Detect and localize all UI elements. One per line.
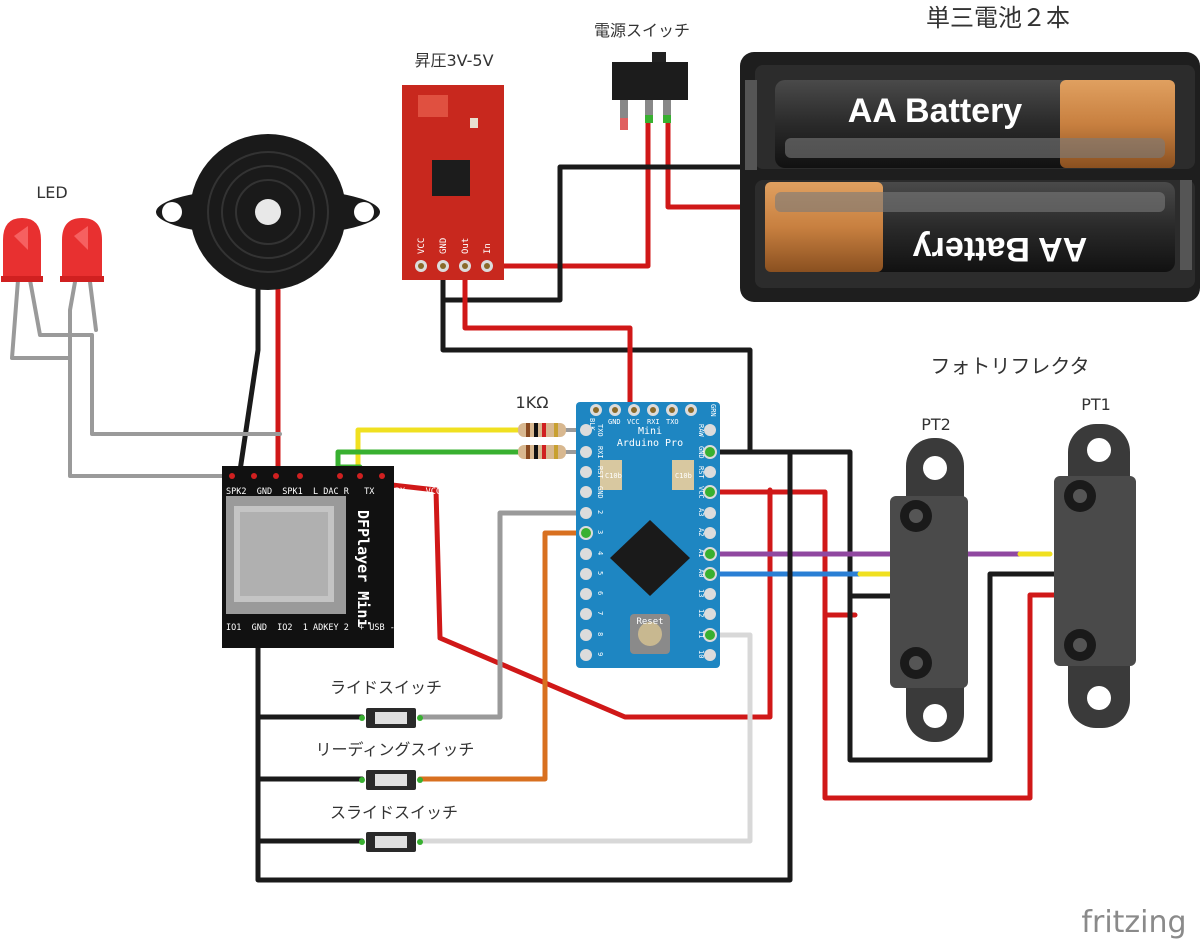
wire-gnd-trunk: [255, 449, 793, 883]
arduino-reset-label: Reset: [636, 617, 663, 627]
led-1: [1, 218, 43, 282]
arduino-cap-label-2: C10b: [675, 472, 692, 480]
wire-vcc-to-sensors: [709, 489, 1063, 801]
speaker: [156, 134, 380, 290]
power-switch-label: 電源スイッチ: [594, 21, 690, 40]
arduino-right-pin-raw: RAW: [697, 424, 705, 437]
booster-pins: VCC GND Out In: [415, 238, 493, 272]
battery-holder: AA Battery AA Battery: [740, 52, 1200, 302]
arduino-right-pin-12: 12: [697, 609, 705, 617]
arduino-right-pin-13: 13: [697, 589, 705, 597]
arduino-left-pin-7: 7: [596, 611, 604, 615]
battery-title: 単三電池２本: [926, 4, 1070, 32]
arduino-pro-mini: Reset Mini Arduino Pro C10b C10b GND VCC…: [576, 402, 720, 668]
dfplayer-module: SPK2 GND SPK1 L DAC R TX RX VCC IO1 GND …: [222, 466, 441, 648]
photoreflector-pt2: [890, 438, 968, 742]
wire-speaker-black: [235, 287, 261, 487]
switch-1[interactable]: [359, 708, 423, 728]
battery-top: AA Battery: [775, 80, 1175, 168]
arduino-left-pin-3: 3: [596, 530, 604, 534]
arduino-right-pin-vcc: VCC: [697, 486, 705, 499]
arduino-left-pin-9: 9: [596, 652, 604, 656]
wire-switch-to-battery: [665, 117, 743, 210]
booster-pin-out: Out: [461, 238, 471, 254]
arduino-top-pins: GND VCC RXI TXO BLK GRN: [588, 404, 717, 431]
pt1-label: PT1: [1081, 395, 1111, 414]
arduino-right-pin-a3: A3: [697, 508, 705, 516]
arduino-left-pin-2: 2: [596, 510, 604, 514]
resistor-2: [518, 445, 566, 459]
arduino-top-pin-rxi: RXI: [647, 418, 660, 426]
wire-dfplayer-vcc: [380, 481, 773, 720]
dfplayer-top-pins: SPK2 GND SPK1 L DAC R TX RX VCC: [226, 487, 441, 497]
arduino-right-pin-11: 11: [697, 630, 705, 638]
arduino-top-pin-txo: TXO: [666, 418, 679, 426]
arduino-left-pin-6: 6: [596, 591, 604, 595]
arduino-left-pin-rxi: RXI: [596, 446, 604, 459]
battery-bottom: AA Battery: [765, 182, 1175, 272]
wire-gnd-to-sensors: [709, 449, 1063, 763]
booster-label: 昇圧3V-5V: [414, 51, 493, 70]
arduino-left-pin-gnd: GND: [596, 486, 604, 499]
arduino-top-pin-grn: GRN: [709, 404, 717, 417]
booster-pin-in: In: [483, 243, 493, 254]
arduino-name-2: Arduino Pro: [617, 438, 683, 449]
arduino-right-pin-10: 10: [697, 650, 705, 658]
battery-bottom-label: AA Battery: [913, 230, 1088, 268]
arduino-left-pin-5: 5: [596, 571, 604, 575]
wire-switch-to-booster-in: [484, 117, 651, 269]
arduino-left-pin-txo: TXO: [596, 424, 604, 437]
switch-3[interactable]: [359, 832, 423, 852]
dfplayer-name: DFPlayer Mini: [354, 510, 372, 627]
arduino-left-pins: TXO RXI RST GND 2 3 4 5 6 7 8 9: [579, 424, 604, 661]
wire-led-3: [68, 280, 77, 360]
arduino-right-pin-a2: A2: [697, 528, 705, 536]
wire-sw3-white: [417, 632, 753, 844]
photoreflector-pt1: [1054, 424, 1136, 728]
arduino-top-pin-blk: BLK: [588, 418, 596, 431]
arduino-name-1: Mini: [638, 426, 662, 437]
photoreflector-label: フォトリフレクタ: [930, 354, 1089, 378]
arduino-top-pin-vcc: VCC: [627, 418, 640, 426]
dfplayer-bottom-pins: IO1 GND IO2 1 ADKEY 2 + USB - BUSY: [226, 623, 426, 633]
arduino-left-pin-rst: RST: [596, 466, 604, 479]
pt2-label: PT2: [921, 415, 951, 434]
led-label: LED: [36, 183, 67, 202]
switch3-label: スライドスイッチ: [330, 803, 458, 822]
arduino-right-pin-rst: RST: [697, 466, 705, 479]
switch-2[interactable]: [359, 770, 423, 790]
arduino-right-pin-a0: A0: [697, 569, 705, 577]
booster-pin-gnd: GND: [439, 238, 449, 254]
arduino-cap-label-1: C10b: [605, 472, 622, 480]
power-switch[interactable]: [612, 52, 688, 130]
switch2-label: リーディングスイッチ: [316, 740, 475, 759]
arduino-left-pin-8: 8: [596, 632, 604, 636]
led-2: [60, 218, 104, 282]
arduino-top-pin-gnd: GND: [608, 418, 621, 426]
resistor-1: [518, 423, 566, 437]
arduino-left-pin-4: 4: [596, 551, 604, 555]
wire-sw1-grey: [417, 510, 585, 720]
arduino-right-pin-a1: A1: [697, 549, 705, 557]
arduino-right-pins: RAW GND RST VCC A3 A2 A1 A0 13 12 11 10: [697, 424, 717, 661]
wire-led-2: [28, 278, 282, 436]
resistor-label: 1KΩ: [516, 393, 549, 412]
wire-booster-out-to-vcc: [462, 267, 633, 411]
arduino-right-pin-gnd: GND: [697, 446, 705, 459]
wire-led-1: [10, 278, 228, 478]
wire-sw2-orange: [417, 530, 585, 782]
booster-pin-vcc: VCC: [417, 238, 427, 254]
switch1-label: ライドスイッチ: [330, 678, 442, 697]
battery-top-label: AA Battery: [848, 92, 1023, 130]
wire-led-4: [88, 280, 98, 332]
fritzing-watermark: fritzing: [1081, 905, 1186, 940]
boost-converter: VCC GND Out In: [402, 85, 504, 280]
